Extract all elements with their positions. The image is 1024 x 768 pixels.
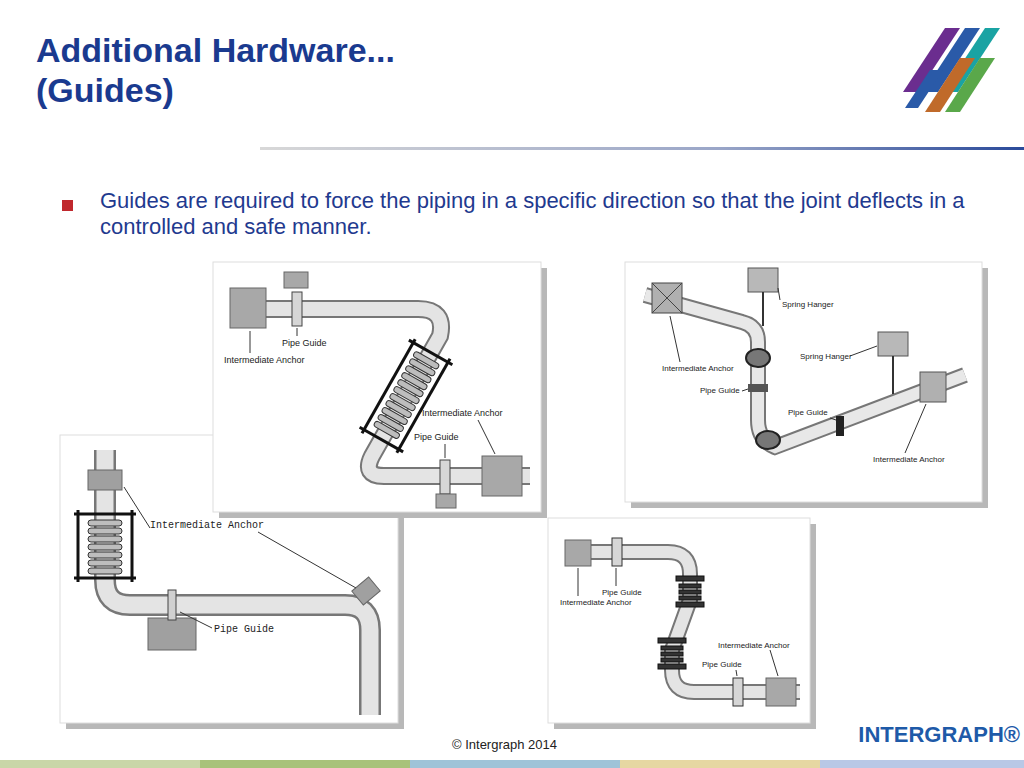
- part-label: Pipe Guide: [788, 408, 828, 418]
- part-label: Spring Hanger: [800, 352, 852, 362]
- panel-bottom-middle: [548, 518, 816, 729]
- part-label: Intermediate Anchor: [873, 455, 945, 465]
- part-label: Pipe Guide: [702, 660, 742, 670]
- part-label: Pipe Guide: [602, 588, 642, 598]
- part-label: Intermediate Anchor: [224, 355, 305, 366]
- part-label: Pipe Guide: [414, 432, 459, 443]
- part-label: Intermediate Anchor: [150, 520, 264, 532]
- part-label: Pipe Guide: [214, 624, 274, 636]
- part-label: Intermediate Anchor: [718, 641, 790, 651]
- part-label: Spring Hanger: [782, 300, 834, 310]
- part-label: Intermediate Anchor: [422, 408, 503, 419]
- copyright-note: © Intergraph 2014: [452, 737, 557, 753]
- part-label: Pipe Guide: [700, 386, 740, 396]
- company-logo-text: INTERGRAPH®: [858, 722, 1020, 748]
- panel-top-middle: [213, 262, 547, 518]
- bullet-text: Guides are required to force the piping …: [100, 188, 980, 241]
- part-label: Intermediate Anchor: [662, 364, 734, 374]
- title-rule: [260, 147, 1024, 150]
- bullet-marker: [62, 200, 73, 211]
- logo-stripes: [903, 28, 1000, 112]
- slide-title: Additional Hardware... (Guides): [36, 30, 506, 110]
- part-label: Intermediate Anchor: [560, 598, 632, 608]
- part-label: Pipe Guide: [282, 338, 327, 349]
- panel-top-right: [625, 262, 988, 508]
- footer-bar: [0, 760, 1024, 768]
